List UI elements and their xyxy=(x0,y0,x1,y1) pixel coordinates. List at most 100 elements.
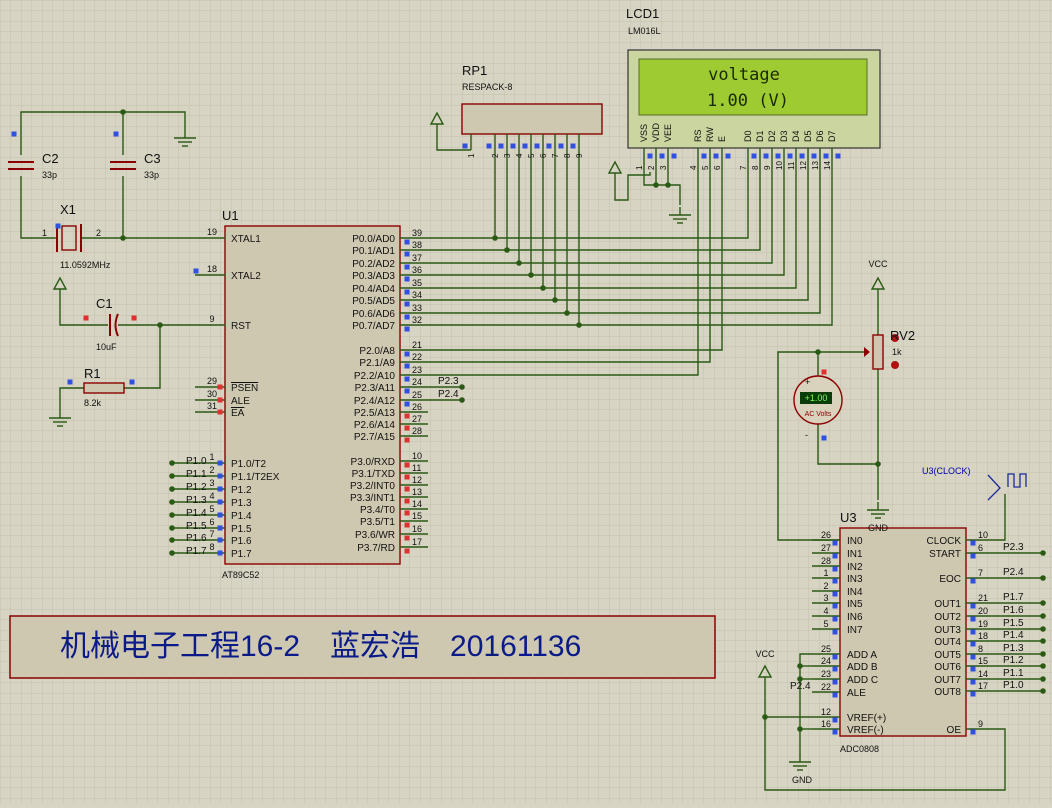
net-label: P1.5 xyxy=(186,521,207,532)
lcd-pin-num: 14 xyxy=(823,161,832,170)
net-label: P1.0 xyxy=(186,456,207,467)
wire[interactable] xyxy=(614,172,651,201)
u1-pin-num: 37 xyxy=(412,253,422,263)
wire[interactable] xyxy=(817,424,878,465)
u1-pin-num: 34 xyxy=(412,290,422,300)
pin-marker xyxy=(217,537,223,543)
junction-dot xyxy=(492,235,498,241)
pin-marker xyxy=(522,143,528,149)
u1-body[interactable] xyxy=(224,225,401,565)
pin-marker xyxy=(404,498,410,504)
wire[interactable] xyxy=(799,653,812,755)
junction-dot xyxy=(528,272,534,278)
u1-pin-num: 6 xyxy=(209,517,214,527)
u1-pin-num: 21 xyxy=(412,340,422,350)
pin-marker xyxy=(832,679,838,685)
junction-dot xyxy=(169,512,175,518)
u1-pin-name: P0.4/AD4 xyxy=(352,284,395,295)
wire[interactable] xyxy=(428,172,833,326)
u3-pin-num: 6 xyxy=(978,543,983,553)
wire[interactable] xyxy=(428,172,821,314)
wire[interactable] xyxy=(59,387,84,410)
u3-pin-num: 2 xyxy=(823,581,828,591)
junction-dot xyxy=(459,384,465,390)
pin-marker xyxy=(404,388,410,394)
lcd-pin-name: D6 xyxy=(815,130,825,142)
junction-dot xyxy=(576,322,582,328)
wire[interactable] xyxy=(994,494,1006,541)
pin-marker xyxy=(835,153,841,159)
u1-pin-name: P2.2/A10 xyxy=(354,371,396,382)
rv2-body[interactable] xyxy=(872,334,884,370)
u1-pin-num: 26 xyxy=(412,402,422,412)
rp1-pin-num: 8 xyxy=(563,153,572,158)
pin-marker xyxy=(970,578,976,584)
u3-pin-name: OUT5 xyxy=(934,650,961,661)
wire[interactable] xyxy=(20,111,124,155)
wire[interactable] xyxy=(428,172,761,251)
wire[interactable] xyxy=(436,131,471,151)
r1-body[interactable] xyxy=(83,382,125,394)
wire[interactable] xyxy=(124,325,161,389)
u1-pin-name: P2.4/A12 xyxy=(354,396,396,407)
wire[interactable] xyxy=(428,172,785,276)
net-label: P2.4 xyxy=(438,389,459,400)
junction-dot xyxy=(665,182,671,188)
u1-pin-name: P1.3 xyxy=(231,498,252,509)
u1-pin-num: 22 xyxy=(412,352,422,362)
u1-pin-num: 36 xyxy=(412,265,422,275)
wire[interactable] xyxy=(428,172,797,289)
junction-dot xyxy=(1040,575,1046,581)
u1-pin-name: P1.7 xyxy=(231,549,252,560)
c3-value: 33p xyxy=(144,170,159,180)
u3-pin-name: CLOCK xyxy=(927,536,962,547)
u1-pin-name: PSEN xyxy=(231,383,258,394)
junction-dot xyxy=(169,499,175,505)
pin-marker xyxy=(832,616,838,622)
wire[interactable] xyxy=(777,351,840,541)
u1-pin-num: 28 xyxy=(412,426,422,436)
pin-marker xyxy=(821,369,827,375)
pin-marker xyxy=(775,153,781,159)
lcd-pin-name: D0 xyxy=(743,130,753,142)
u3-pin-num: 27 xyxy=(821,543,831,553)
u3-pin-name: OUT6 xyxy=(934,662,961,673)
junction-dot xyxy=(1040,663,1046,669)
wire[interactable] xyxy=(428,172,723,351)
wire[interactable] xyxy=(20,176,55,239)
u1-pin-name: EA xyxy=(231,408,245,419)
u3-pin-num: 8 xyxy=(978,644,983,654)
rv2-probe xyxy=(891,334,899,342)
rp1-body[interactable] xyxy=(461,103,603,135)
wire[interactable] xyxy=(428,172,711,363)
clock-label: U3(CLOCK) xyxy=(922,466,971,476)
wire[interactable] xyxy=(643,172,681,205)
pin-marker xyxy=(11,131,17,137)
u3-pin-name: ALE xyxy=(847,688,866,699)
wire[interactable] xyxy=(764,717,1006,791)
junction-dot xyxy=(875,461,881,467)
u1-pin-num: 15 xyxy=(412,511,422,521)
u1-pin-name: P2.0/A8 xyxy=(359,346,395,357)
wire[interactable] xyxy=(123,111,186,130)
wire[interactable] xyxy=(428,172,749,239)
pin-marker xyxy=(763,153,769,159)
u3-pin-name: OUT8 xyxy=(934,687,961,698)
u1-pin-name: P0.7/AD7 xyxy=(352,321,395,332)
u3-body[interactable] xyxy=(839,527,967,737)
u1-pin-name: P1.2 xyxy=(231,485,252,496)
u1-pin-name: P3.5/T1 xyxy=(360,517,395,528)
u3-model: ADC0808 xyxy=(840,744,879,754)
u1-model: AT89C52 xyxy=(222,570,259,580)
u3-pin-name: OUT4 xyxy=(934,637,961,648)
c2-ref: C2 xyxy=(42,151,59,166)
u1-pin-name: P0.2/AD2 xyxy=(352,259,395,270)
wire[interactable] xyxy=(428,172,699,376)
wire[interactable] xyxy=(59,296,108,326)
x1-crystal[interactable] xyxy=(61,225,77,251)
pin-marker xyxy=(217,409,223,415)
u3-pin-num: 1 xyxy=(823,568,828,578)
junction-dot xyxy=(459,397,465,403)
